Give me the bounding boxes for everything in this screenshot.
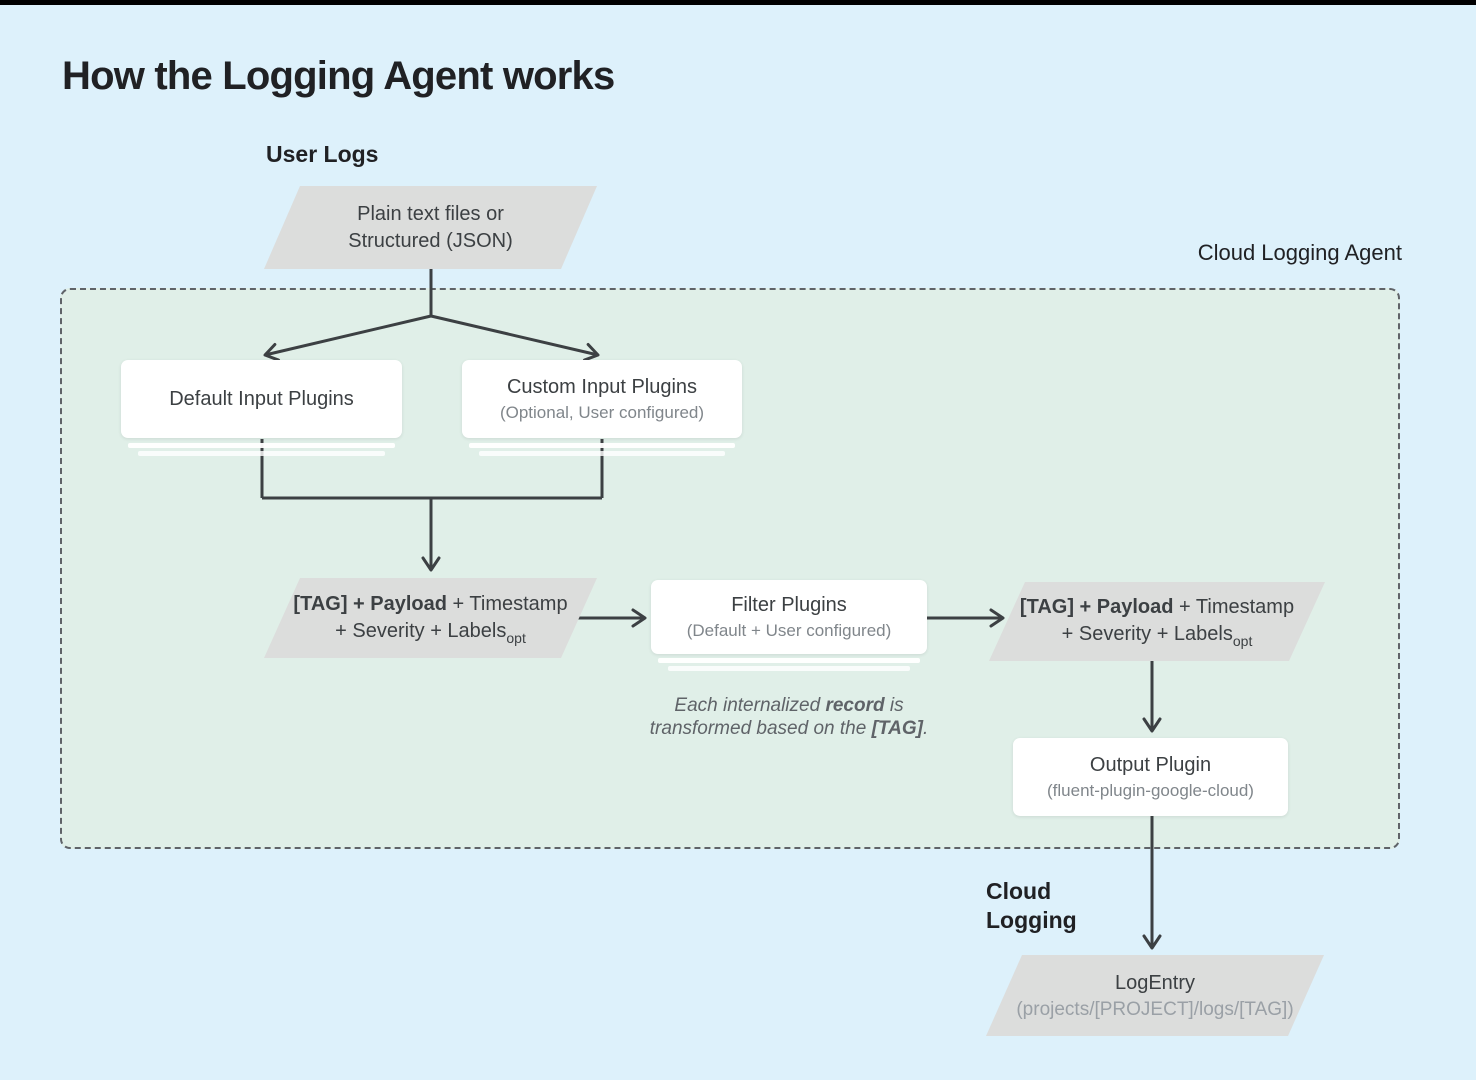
default-input-stack-card-1 <box>128 443 395 448</box>
arrow-split-to-custom-input <box>430 314 600 362</box>
transformation-note: Each internalized record is transformed … <box>649 695 929 739</box>
user-logs-label: User Logs <box>266 141 379 167</box>
filter-plugins-subtitle: (Default + User configured) <box>686 621 892 640</box>
node-default-input-plugins: Default Input Plugins <box>121 360 402 438</box>
window-top-edge <box>0 0 1476 5</box>
log-record-right-line2: + Severity + Labelsopt <box>1061 623 1253 649</box>
cloud-logging-label-line2: Logging <box>986 907 1077 933</box>
user-logs-input-line2: Structured (JSON) <box>348 229 513 252</box>
custom-input-plugins-subtitle: (Optional, User configured) <box>499 403 705 422</box>
node-log-record-left: [TAG] + Payload + Timestamp + Severity +… <box>264 578 597 658</box>
default-input-stack-card-2 <box>138 451 385 456</box>
log-record-right-line1: [TAG] + Payload + Timestamp <box>1019 596 1295 618</box>
custom-input-stack-card-1 <box>469 443 735 448</box>
arrow-split-to-default-input <box>263 314 432 362</box>
log-record-left-line2: + Severity + Labelsopt <box>335 619 526 646</box>
node-log-entry: LogEntry (projects/[PROJECT]/logs/[TAG]) <box>986 955 1324 1036</box>
custom-input-stack-card-2 <box>479 451 725 456</box>
node-filter-plugins: Filter Plugins (Default + User configure… <box>651 580 927 654</box>
node-user-logs-input: Plain text files or Structured (JSON) <box>264 186 597 269</box>
log-entry-subtitle: (projects/[PROJECT]/logs/[TAG]) <box>1016 998 1294 1020</box>
filter-stack-card-1 <box>658 658 920 663</box>
cloud-logging-label-line1: Cloud <box>986 878 1052 904</box>
filter-stack-card-2 <box>668 666 910 671</box>
filter-plugins-title: Filter Plugins <box>731 594 847 616</box>
node-output-plugin: Output Plugin (fluent-plugin-google-clou… <box>1013 738 1288 816</box>
default-input-plugins-title: Default Input Plugins <box>169 388 354 410</box>
output-plugin-title: Output Plugin <box>1089 754 1212 776</box>
node-custom-input-plugins: Custom Input Plugins (Optional, User con… <box>462 360 742 438</box>
page-title: How the Logging Agent works <box>62 54 615 98</box>
log-entry-title: LogEntry <box>1114 971 1196 994</box>
log-record-left-line1: [TAG] + Payload + Timestamp <box>293 592 568 615</box>
cloud-logging-label: Cloud Logging <box>986 877 1077 935</box>
custom-input-plugins-title: Custom Input Plugins <box>506 376 698 398</box>
output-plugin-subtitle: (fluent-plugin-google-cloud) <box>1047 781 1254 800</box>
user-logs-input-line1: Plain text files or <box>357 202 504 225</box>
node-log-record-right: [TAG] + Payload + Timestamp + Severity +… <box>989 582 1325 661</box>
cloud-logging-agent-label: Cloud Logging Agent <box>1197 240 1402 265</box>
